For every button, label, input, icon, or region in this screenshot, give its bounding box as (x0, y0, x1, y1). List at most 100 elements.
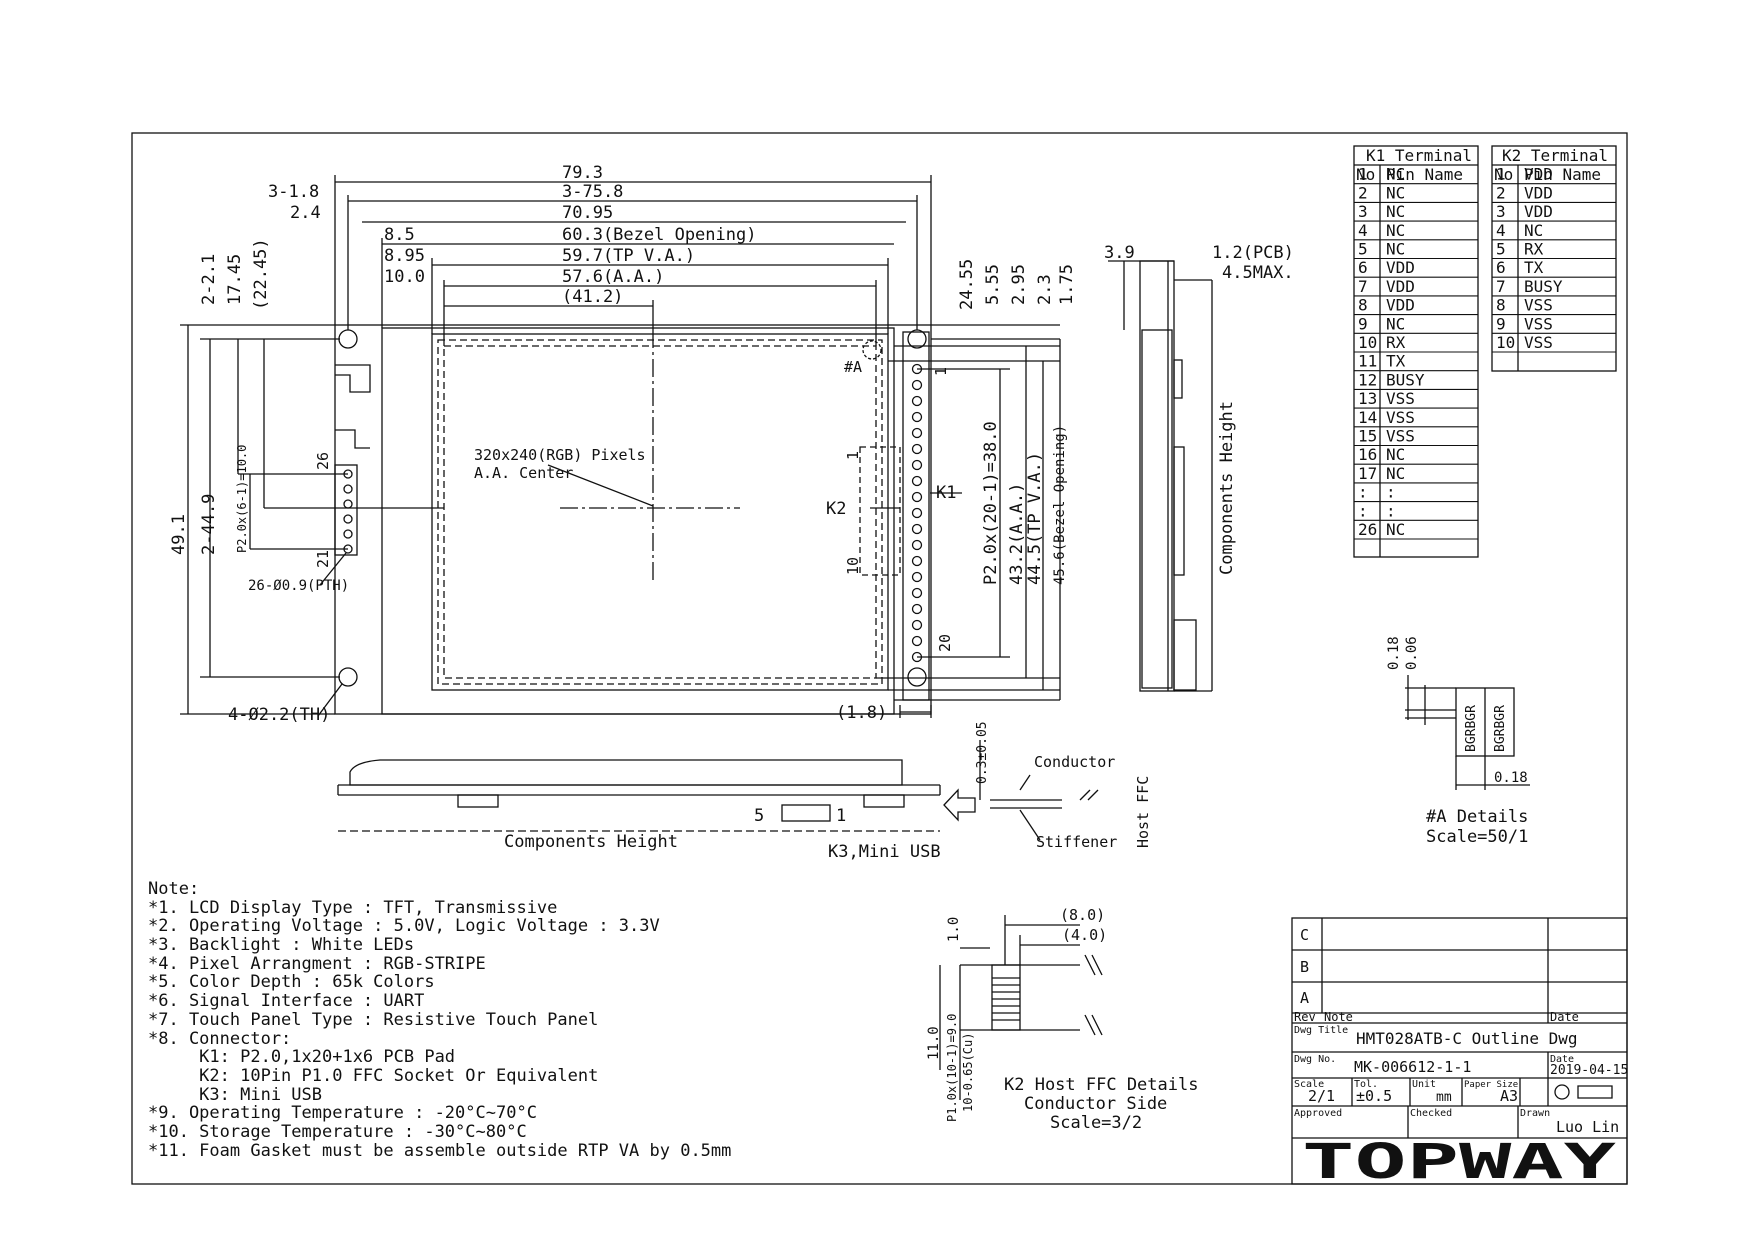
note-line: K3: Mini USB (148, 1084, 322, 1105)
paper-label: Paper Size (1464, 1080, 1518, 1090)
drawn-label: Drawn (1520, 1108, 1550, 1119)
k1-pin-name: NC (1386, 240, 1405, 259)
dim-top-9: 59.7(TP V.A.) (562, 246, 695, 266)
note-label: Note (1324, 1010, 1353, 1024)
k2-pin-no: 10 (1496, 333, 1515, 352)
stiffener-label: Stiffener (1036, 833, 1117, 851)
dim-right-9: 45.6(Bezel Opening) (1052, 425, 1068, 585)
k2-pin-no: 5 (1496, 240, 1506, 259)
dim-top-6: 8.5 (384, 225, 415, 245)
dim-right-8: 44.5(TP V.A.) (1025, 452, 1045, 585)
k2-pin-name: VSS (1524, 333, 1553, 352)
k1-pin-no: 17 (1358, 464, 1377, 483)
k2-pin-name: VDD (1524, 183, 1553, 202)
k1-pin-no: 15 (1358, 427, 1377, 446)
k2-detail-dim-5: P1.0x(10-1)=9.0 (945, 1014, 959, 1122)
k2-pin-no: 8 (1496, 296, 1506, 315)
k1-pin-no: 7 (1358, 277, 1368, 296)
k2-pin-no: 4 (1496, 221, 1506, 240)
dim-right-4: 2.3 (1035, 274, 1055, 305)
k1-pin-no: : (1358, 483, 1368, 502)
k2-detail-dim-6: 10-0.65(Cu) (961, 1033, 975, 1112)
k1-pin-name: VSS (1386, 389, 1415, 408)
k2-detail-scale: Scale=3/2 (1050, 1113, 1142, 1133)
usb-pin1: 1 (836, 806, 846, 826)
front-view (180, 175, 1061, 718)
pin21-label: 21 (314, 550, 332, 568)
k1-pin-no: 10 (1358, 333, 1377, 352)
k2-detail-dim-3: 1.0 (946, 917, 962, 942)
pin26-label: 26 (314, 452, 332, 470)
dim-right-2: 5.55 (983, 264, 1003, 305)
conductor-label: Conductor (1034, 753, 1115, 771)
k1-pin-no: 8 (1358, 296, 1368, 315)
topway-logo: TOPWAY (1302, 1134, 1616, 1190)
note-line: *2. Operating Voltage : 5.0V, Logic Volt… (148, 916, 660, 937)
drawn-value: Luo Lin (1556, 1118, 1619, 1136)
sheet-border (131, 132, 1628, 1185)
title-block-grid (1291, 917, 1628, 1185)
note-line: *6. Signal Interface : UART (148, 991, 425, 1012)
note-line: *5. Color Depth : 65k Colors (148, 972, 435, 993)
detail-a-dim-2: 0.06 (1404, 636, 1420, 670)
dwg-no: MK-006612-1-1 (1354, 1058, 1471, 1076)
dim-left-4: 49.1 (169, 514, 189, 555)
note-line: *9. Operating Temperature : -20°C~70°C (148, 1103, 537, 1124)
k2-pin-name: VSS (1524, 296, 1553, 315)
unit-label: Unit (1412, 1079, 1436, 1090)
note-line: *3. Backlight : White LEDs (148, 935, 415, 956)
k2-pin10-label: 10 (844, 557, 862, 575)
k1-pin-name: NC (1386, 202, 1405, 221)
k2-pin-no: 3 (1496, 202, 1506, 221)
k1-pin-no: 5 (1358, 240, 1368, 259)
tol-label: Tol. (1354, 1079, 1378, 1090)
k1-table-title: K1 Terminal (1366, 146, 1472, 165)
note-line: Note: (148, 879, 200, 899)
k2-pin1-label: 1 (844, 451, 862, 460)
k1-pin-no: 11 (1358, 352, 1377, 371)
dim-left-2: 17.45 (225, 254, 245, 305)
k2-label: K2 (826, 499, 846, 519)
scale-value: 2/1 (1308, 1087, 1335, 1105)
date-value: 2019-04-15 (1550, 1063, 1628, 1078)
k1-pin-name: NC (1386, 165, 1405, 184)
k1-pin-no: 14 (1358, 408, 1377, 427)
k3-label: K3,Mini USB (828, 842, 941, 862)
dim-top-12: (41.2) (562, 287, 623, 307)
side-dim-2: 1.2(PCB) (1212, 243, 1294, 263)
k1-pin-no: 6 (1358, 258, 1368, 277)
k2-pin-name: VDD (1524, 202, 1553, 221)
k1-pin-no: 4 (1358, 221, 1368, 240)
side-dim-3: 4.5MAX. (1222, 263, 1294, 283)
k2-detail-subtitle: Conductor Side (1024, 1094, 1167, 1114)
k2-detail-dim-2: (4.0) (1062, 926, 1107, 944)
k1-pin-name: VSS (1386, 427, 1415, 446)
dim-top-10: 10.0 (384, 267, 425, 287)
paper-value: A3 (1500, 1087, 1518, 1105)
k2-pin-name: VSS (1524, 314, 1553, 333)
k2-pin-name: NC (1524, 221, 1543, 240)
k2-pin-no: 7 (1496, 277, 1506, 296)
k1-pin-name: TX (1386, 352, 1406, 371)
note-line: *7. Touch Panel Type : Resistive Touch P… (148, 1009, 599, 1030)
k2-detail-title: K2 Host FFC Details (1004, 1075, 1198, 1095)
k2-pin-name: BUSY (1524, 277, 1563, 296)
detail-a-marker: #A (844, 358, 862, 376)
date-col-label: Date (1550, 1010, 1579, 1024)
detail-a-subpixels-2: BGRBGR (1493, 705, 1508, 752)
dim-right-10: (1.8) (836, 703, 887, 723)
k1-pin-name: VDD (1386, 258, 1415, 277)
k2-ffc-detail (939, 915, 1103, 1100)
detail-a (1405, 675, 1530, 790)
dim-right-5: 1.75 (1057, 264, 1077, 305)
k1-pin-name: NC (1386, 221, 1405, 240)
k2-pin-no: 1 (1496, 165, 1506, 184)
bottom-components-height: Components Height (504, 832, 678, 852)
k2-pin-no: 6 (1496, 258, 1506, 277)
detail-a-scale: Scale=50/1 (1426, 827, 1528, 847)
dwg-no-label: Dwg No. (1294, 1054, 1336, 1065)
note-line: *1. LCD Display Type : TFT, Transmissive (148, 897, 558, 918)
notes-section: Note:*1. LCD Display Type : TFT, Transmi… (148, 879, 731, 1160)
